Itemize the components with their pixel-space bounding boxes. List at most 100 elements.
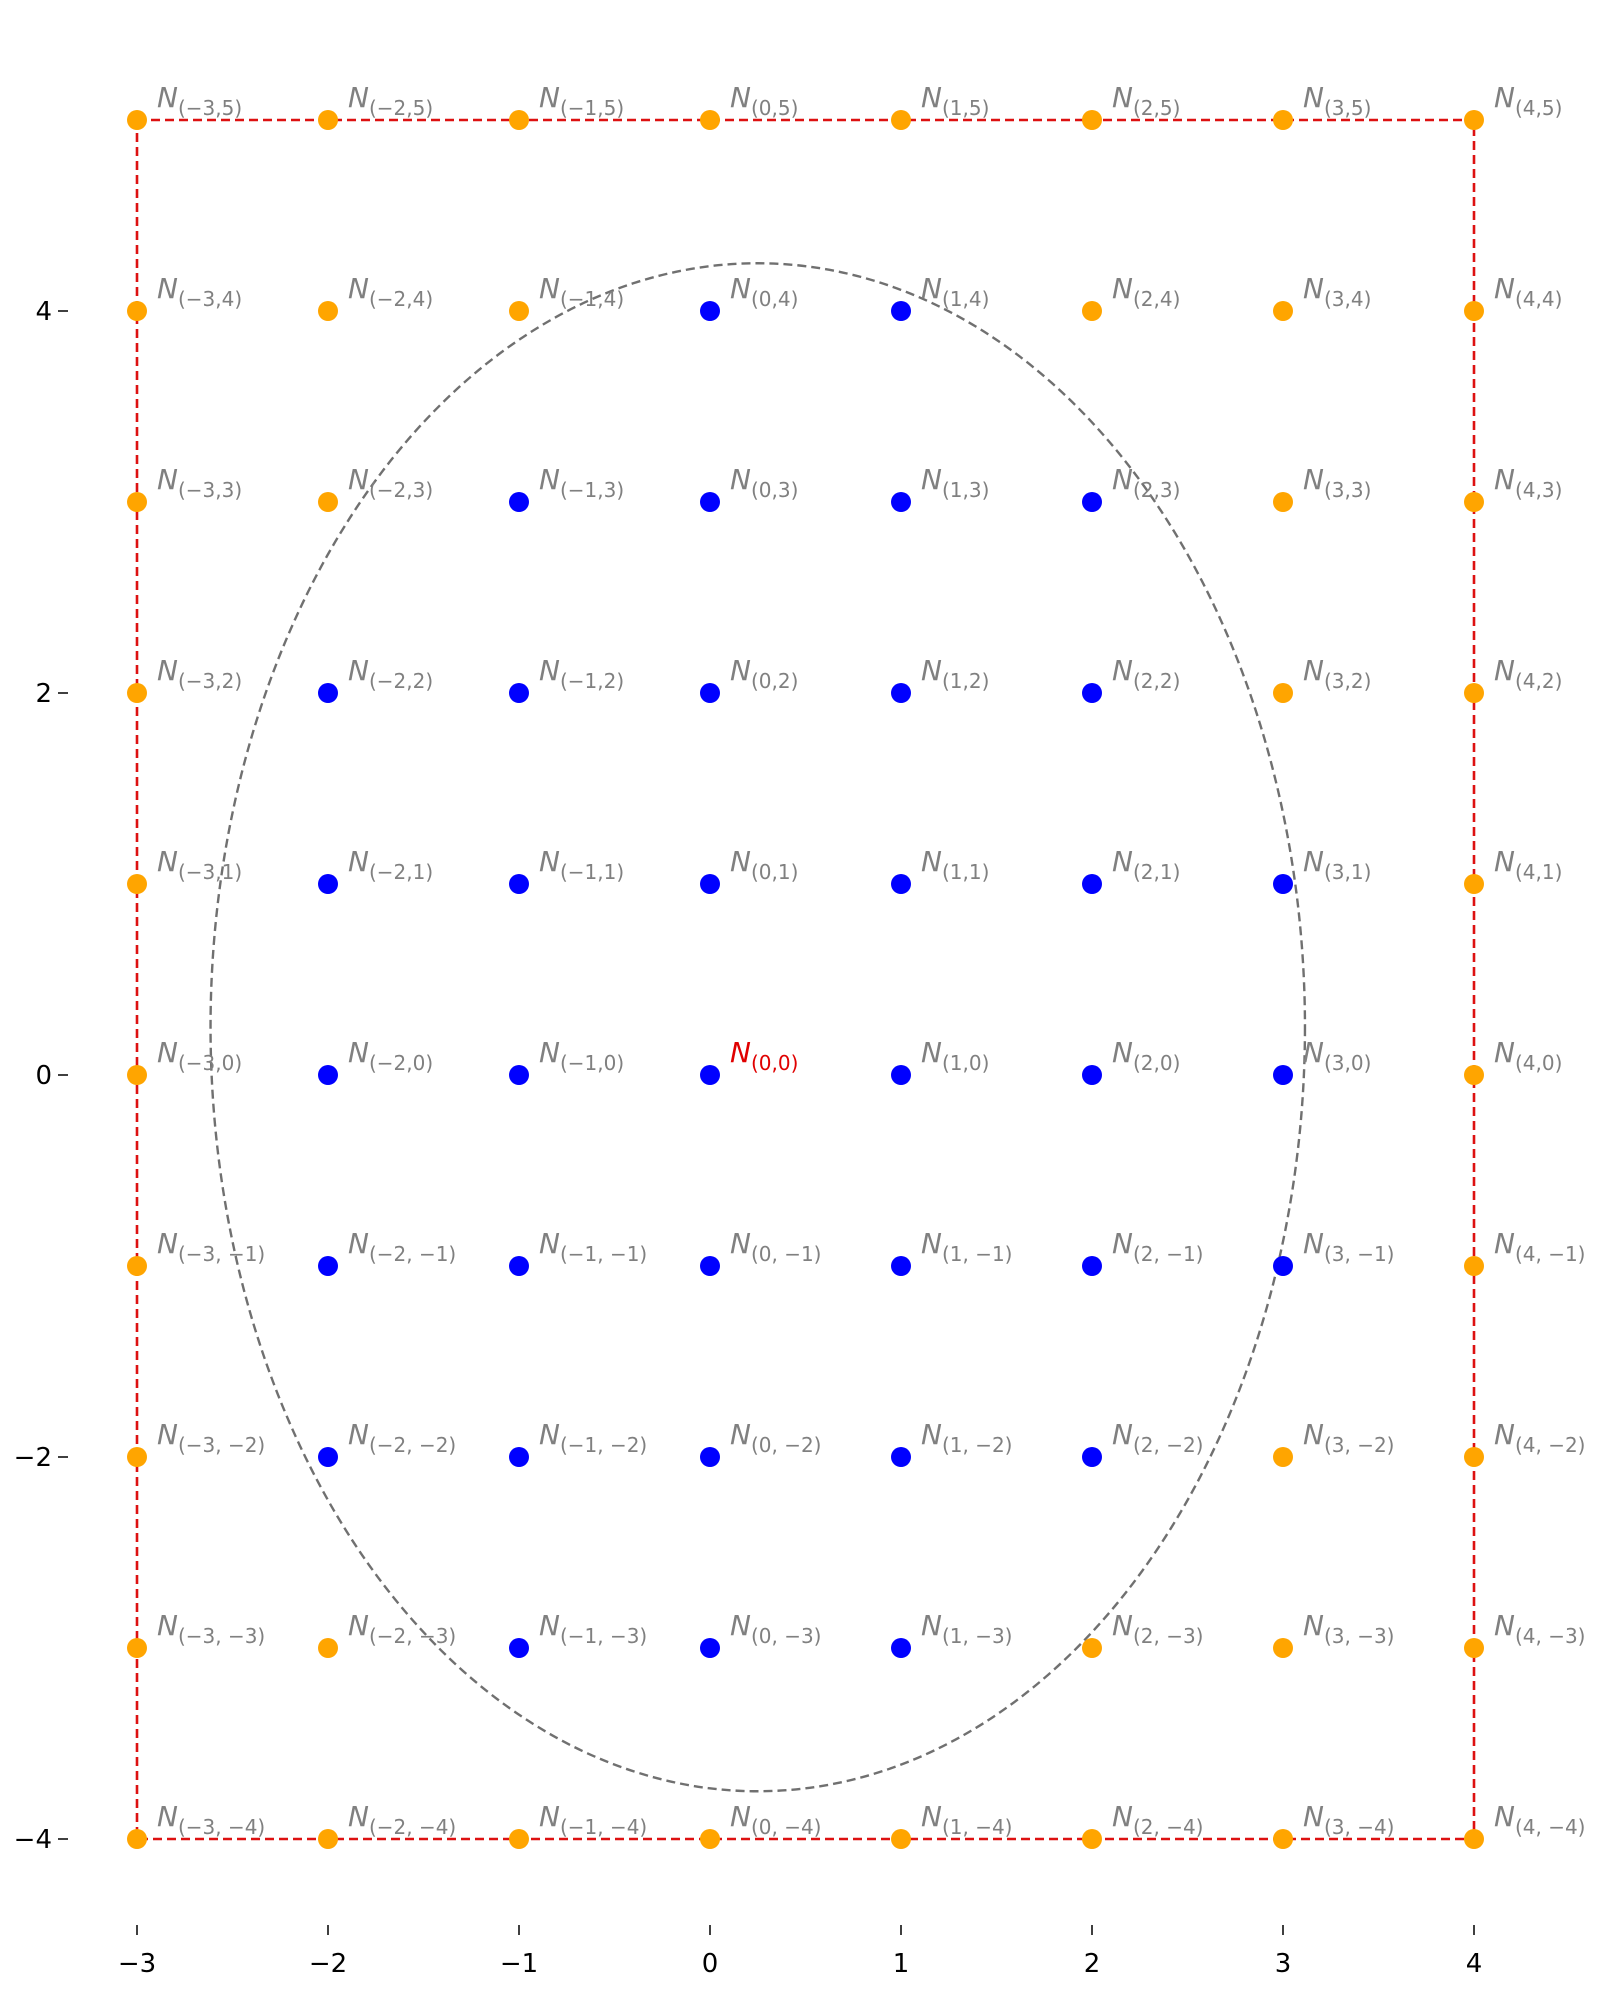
point-label: N(−3,3) bbox=[157, 463, 242, 502]
point-outside bbox=[1464, 874, 1484, 894]
point-label: N(1,2) bbox=[921, 654, 989, 693]
point-label: N(−2, −2) bbox=[348, 1418, 456, 1457]
point-label: N(2,4) bbox=[1112, 272, 1180, 311]
point-inside bbox=[700, 1065, 720, 1085]
y-tick-label: −2 bbox=[14, 1443, 52, 1473]
point-inside bbox=[700, 1447, 720, 1467]
point-label: N(0, −4) bbox=[730, 1800, 821, 1839]
point-label: N(−2,4) bbox=[348, 272, 433, 311]
point-label: N(1,3) bbox=[921, 463, 989, 502]
boundary-rect-outline bbox=[135, 118, 1476, 1841]
point-outside bbox=[1082, 110, 1102, 130]
point-label: N(2, −1) bbox=[1112, 1227, 1203, 1266]
point-inside bbox=[318, 1256, 338, 1276]
point-label: N(1, −3) bbox=[921, 1609, 1012, 1648]
point-outside bbox=[509, 301, 529, 321]
x-tick-label: 4 bbox=[1466, 1949, 1483, 1979]
point-label: N(3,4) bbox=[1303, 272, 1371, 311]
point-outside bbox=[1273, 492, 1293, 512]
point-label: N(3, −2) bbox=[1303, 1418, 1394, 1457]
point-label: N(−3, −3) bbox=[157, 1609, 265, 1648]
point-inside bbox=[509, 492, 529, 512]
point-outside bbox=[127, 110, 147, 130]
point-inside bbox=[318, 1065, 338, 1085]
selection-ellipse bbox=[209, 262, 1307, 1793]
x-tick-label: 0 bbox=[702, 1949, 719, 1979]
point-label: N(−1,2) bbox=[539, 654, 624, 693]
point-inside bbox=[1082, 1447, 1102, 1467]
point-label: N(−2,1) bbox=[348, 845, 433, 884]
point-label: N(4, −3) bbox=[1494, 1609, 1585, 1648]
point-inside bbox=[1082, 492, 1102, 512]
point-outside bbox=[1464, 683, 1484, 703]
ellipse-outline bbox=[209, 262, 1307, 1793]
point-label: N(1,5) bbox=[921, 81, 989, 120]
point-outside bbox=[1082, 1829, 1102, 1849]
point-label: N(4,2) bbox=[1494, 654, 1562, 693]
x-tick-label: 1 bbox=[893, 1949, 910, 1979]
point-label: N(3,3) bbox=[1303, 463, 1371, 502]
point-label: N(−2,0) bbox=[348, 1036, 433, 1075]
point-outside bbox=[1082, 301, 1102, 321]
point-label: N(−3, −4) bbox=[157, 1800, 265, 1839]
point-outside bbox=[1273, 110, 1293, 130]
point-label: N(3, −1) bbox=[1303, 1227, 1394, 1266]
point-label: N(−1,4) bbox=[539, 272, 624, 311]
point-label: N(−3,1) bbox=[157, 845, 242, 884]
point-label: N(1, −4) bbox=[921, 1800, 1012, 1839]
point-outside bbox=[1464, 1447, 1484, 1467]
point-inside bbox=[700, 874, 720, 894]
point-outside bbox=[318, 110, 338, 130]
point-label: N(−1, −2) bbox=[539, 1418, 647, 1457]
point-label: N(0,2) bbox=[730, 654, 798, 693]
point-label: N(−3, −1) bbox=[157, 1227, 265, 1266]
point-label: N(−1,5) bbox=[539, 81, 624, 120]
y-tick-label: −4 bbox=[14, 1825, 52, 1855]
point-inside bbox=[318, 874, 338, 894]
point-inside bbox=[509, 1256, 529, 1276]
point-label: N(4, −4) bbox=[1494, 1800, 1585, 1839]
point-inside bbox=[700, 492, 720, 512]
point-label: N(0,5) bbox=[730, 81, 798, 120]
point-outside bbox=[127, 1638, 147, 1658]
point-label: N(−3, −2) bbox=[157, 1418, 265, 1457]
point-label: N(−2,2) bbox=[348, 654, 433, 693]
point-label: N(−1, −4) bbox=[539, 1800, 647, 1839]
point-label: N(2,3) bbox=[1112, 463, 1180, 502]
x-tick-label: −1 bbox=[500, 1949, 538, 1979]
point-label: N(−1,1) bbox=[539, 845, 624, 884]
point-label: N(3,2) bbox=[1303, 654, 1371, 693]
point-label: N(−1,3) bbox=[539, 463, 624, 502]
y-tick-label: 0 bbox=[35, 1061, 52, 1091]
point-label: N(−2, −1) bbox=[348, 1227, 456, 1266]
point-label: N(−1,0) bbox=[539, 1036, 624, 1075]
point-outside bbox=[700, 1829, 720, 1849]
point-markers bbox=[127, 110, 1484, 1849]
point-inside bbox=[891, 874, 911, 894]
point-inside bbox=[891, 492, 911, 512]
point-label: N(2,0) bbox=[1112, 1036, 1180, 1075]
point-label: N(1, −2) bbox=[921, 1418, 1012, 1457]
point-outside bbox=[318, 301, 338, 321]
point-inside bbox=[509, 683, 529, 703]
point-label: N(3,1) bbox=[1303, 845, 1371, 884]
point-label: N(2,2) bbox=[1112, 654, 1180, 693]
point-label: N(3, −4) bbox=[1303, 1800, 1394, 1839]
point-label: N(2,5) bbox=[1112, 81, 1180, 120]
point-label: N(1,1) bbox=[921, 845, 989, 884]
point-label: N(−3,5) bbox=[157, 81, 242, 120]
point-inside bbox=[509, 1065, 529, 1085]
point-inside bbox=[891, 1447, 911, 1467]
point-label: N(2, −3) bbox=[1112, 1609, 1203, 1648]
point-outside bbox=[1273, 301, 1293, 321]
point-inside bbox=[700, 1638, 720, 1658]
point-outside bbox=[1082, 1638, 1102, 1658]
point-label: N(−1, −3) bbox=[539, 1609, 647, 1648]
point-label: N(2,1) bbox=[1112, 845, 1180, 884]
point-label: N(4,5) bbox=[1494, 81, 1562, 120]
point-label: N(1,0) bbox=[921, 1036, 989, 1075]
point-inside bbox=[1082, 1256, 1102, 1276]
